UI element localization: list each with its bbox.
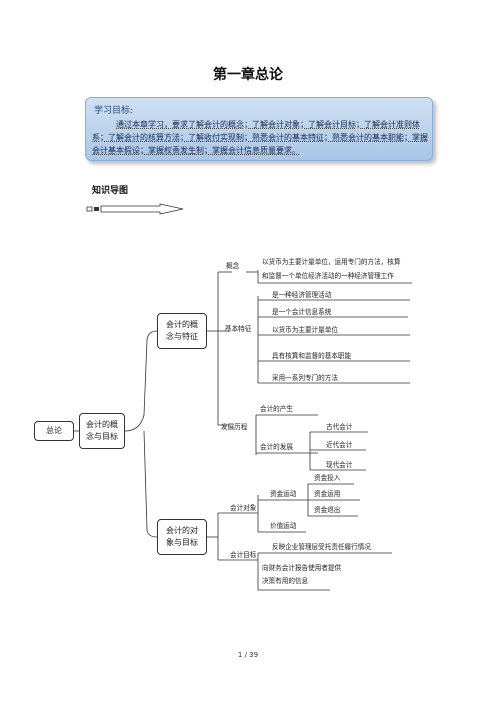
fund-item: 资金运用 <box>314 490 341 498</box>
value-motion-label: 价值运动 <box>270 522 297 530</box>
concept-text-line1: 以货币为主要计量单位，运用专门的方法，核算 <box>262 258 401 266</box>
fund-item: 资金投入 <box>314 474 341 482</box>
feature-item: 具有核算和监督的基本职能 <box>272 352 352 360</box>
section-heading: 知识导图 <box>92 186 129 196</box>
mindmap-branch-concept-node: 会计的概念与特征 <box>157 313 207 349</box>
arrow-icon <box>86 203 184 215</box>
goal-item: 反映企业管理层受托责任履行情况 <box>272 543 371 551</box>
learning-goals-heading: 学习目标: <box>94 106 134 116</box>
features-label: 基本特征 <box>225 325 252 333</box>
fund-motion-label: 资金运动 <box>270 490 297 498</box>
goal-item: 向财务会计报告使用者提供 <box>262 564 342 572</box>
history-birth: 会计的产生 <box>260 405 293 413</box>
concept-text-line2: 和监督一个单位经济活动的一种经济管理工作 <box>262 272 394 280</box>
fund-item: 资金退出 <box>314 506 341 514</box>
history-development: 会计的发展 <box>260 443 293 451</box>
history-label: 发展历程 <box>221 423 248 431</box>
concept-label: 概念 <box>226 262 240 270</box>
learning-goals-text: 通过本章学习，要求了解会计的概念；了解会计对象；了解会计目标；了解会计准则体系；… <box>92 120 428 155</box>
history-stage: 现代会计 <box>326 461 353 469</box>
goal-label: 会计目标 <box>230 551 257 559</box>
mindmap-root-node: 总论 <box>34 421 74 441</box>
history-stage: 近代会计 <box>326 441 353 449</box>
page-number: 1 / 39 <box>237 651 259 659</box>
mindmap-level1-node: 会计的概念与目标 <box>79 413 125 449</box>
feature-item: 以货币为主要计量单位 <box>272 326 338 334</box>
mindmap-branch-object-node: 会计的对象与目标 <box>157 519 207 555</box>
learning-goals-box: 学习目标: 通过本章学习，要求了解会计的概念；了解会计对象；了解会计目标；了解会… <box>85 97 433 161</box>
page-title: 第一章总论 <box>213 67 283 83</box>
feature-item: 采用一系列专门的方法 <box>272 374 338 382</box>
goal-item: 决策有用的信息 <box>262 577 309 585</box>
feature-item: 是一个会计信息系统 <box>272 308 332 316</box>
object-label: 会计对象 <box>230 504 257 512</box>
feature-item: 是一种经济管理活动 <box>272 291 332 299</box>
history-stage: 古代会计 <box>326 423 353 431</box>
